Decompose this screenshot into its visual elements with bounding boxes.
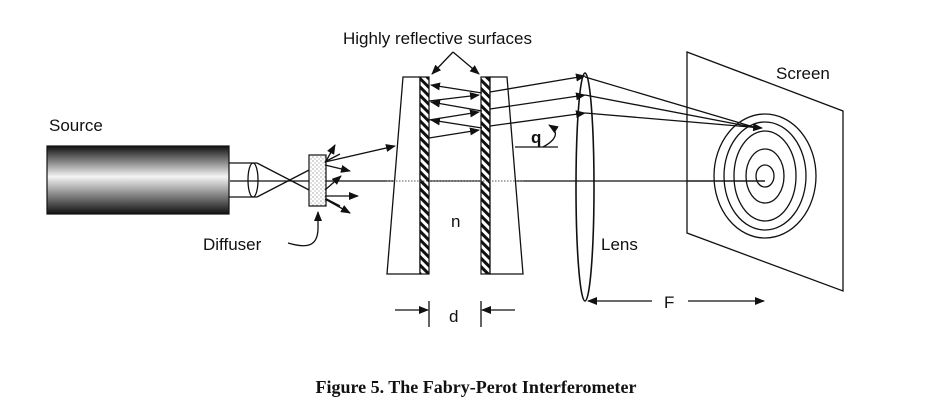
diffuser-pointer bbox=[287, 211, 322, 247]
scattered-rays bbox=[324, 144, 396, 214]
angle-label: q bbox=[531, 128, 541, 147]
diffuser-label: Diffuser bbox=[203, 235, 262, 254]
source-lamp bbox=[46, 145, 230, 215]
interference-rings bbox=[713, 113, 817, 239]
focal-length-dimension: F bbox=[587, 293, 765, 312]
etalon-plate-left bbox=[386, 76, 421, 275]
reflective-coating-left bbox=[419, 76, 430, 275]
lens-label: Lens bbox=[601, 235, 638, 254]
focusing-lens bbox=[575, 72, 595, 302]
angle-arc bbox=[542, 124, 559, 148]
medium-index-label: n bbox=[451, 212, 460, 231]
transmitted-rays bbox=[489, 73, 586, 127]
etalon-plate-right bbox=[489, 76, 524, 275]
screen bbox=[686, 51, 844, 292]
ring bbox=[713, 113, 817, 239]
focused-rays bbox=[584, 76, 763, 132]
focal-length-label: F bbox=[664, 293, 674, 312]
spacing-dimension: d bbox=[395, 301, 515, 327]
reflected-rays bbox=[428, 82, 483, 139]
reflective-coating-right bbox=[480, 76, 491, 275]
ring bbox=[755, 164, 775, 188]
ring bbox=[723, 121, 807, 231]
spacing-label: d bbox=[449, 307, 458, 326]
surfaces-label: Highly reflective surfaces bbox=[343, 29, 532, 48]
collimating-lens bbox=[247, 162, 259, 198]
ring bbox=[745, 148, 785, 204]
diffuser bbox=[308, 154, 327, 207]
ring bbox=[733, 130, 797, 222]
source-label: Source bbox=[49, 116, 103, 135]
figure-caption: Figure 5. The Fabry-Perot Interferometer bbox=[315, 377, 637, 397]
screen-label: Screen bbox=[776, 64, 830, 83]
